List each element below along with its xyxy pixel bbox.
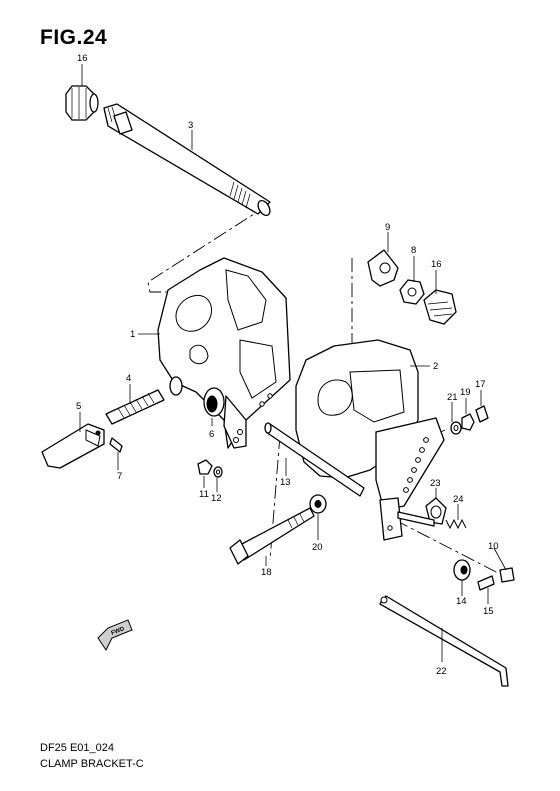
callout-leaders [79,64,507,662]
part-24-spring [397,511,467,530]
part-18-long-bolt [229,507,315,565]
callout-20: 20 [312,542,323,553]
part-17-bushing [475,405,489,423]
callout-16-right: 16 [431,259,442,270]
part-10-bolt [499,567,515,583]
part-8-hex-nut [399,279,425,305]
part-20-washer [309,494,327,514]
callout-21: 21 [447,392,458,403]
callout-23: 23 [430,478,441,489]
part-1-clamp-bracket-left [157,257,291,449]
callout-24: 24 [453,494,464,505]
callout-14: 14 [456,596,467,607]
callout-16-top: 16 [77,53,88,64]
part-22-tilt-rod [379,595,509,687]
part-4-stud [105,389,165,425]
part-9-plate [367,249,399,287]
part-19-nut [461,413,475,431]
bracket-hole-row [403,437,429,493]
callout-1: 1 [130,329,135,340]
callout-13: 13 [280,477,291,488]
callout-22: 22 [436,666,447,677]
diagram-code: DF25 E01_024 [40,742,114,754]
callout-2: 2 [433,361,438,372]
figure-title: FIG.24 [40,26,108,49]
callout-8: 8 [411,245,416,256]
callout-15: 15 [483,606,494,617]
callout-9: 9 [385,222,390,233]
callout-19: 19 [460,387,471,398]
callout-17: 17 [475,379,486,390]
callout-11: 11 [199,489,209,500]
part-16-cap-right [423,289,457,325]
part-15-screw [477,575,495,591]
part-2-clamp-bracket-right [295,339,445,541]
callout-5: 5 [76,401,81,412]
part-11-nut [197,459,213,475]
part-14-collar [453,559,471,581]
callout-4: 4 [126,373,131,384]
part-21-washer [450,421,462,435]
diagram-description: CLAMP BRACKET-C [40,758,144,770]
fwd-arrow-icon: FWD [97,619,133,651]
part-3-tube [103,103,271,217]
callout-3: 3 [188,120,193,131]
callout-18: 18 [261,567,272,578]
svg-text:FWD: FWD [111,626,127,637]
part-5-lever [41,423,105,469]
callout-labels: 16 3 9 8 16 1 2 4 5 6 7 11 12 13 19 17 2… [76,53,499,677]
callout-12: 12 [211,493,222,504]
part-13-through-rod [264,422,365,497]
callout-10: 10 [488,541,499,552]
part-16-nut-top [65,85,99,121]
callout-7: 7 [117,471,122,482]
callout-6: 6 [209,429,214,440]
part-7-pin [109,437,123,453]
part-6-bushing [203,387,225,417]
part-12-washer [213,466,223,478]
